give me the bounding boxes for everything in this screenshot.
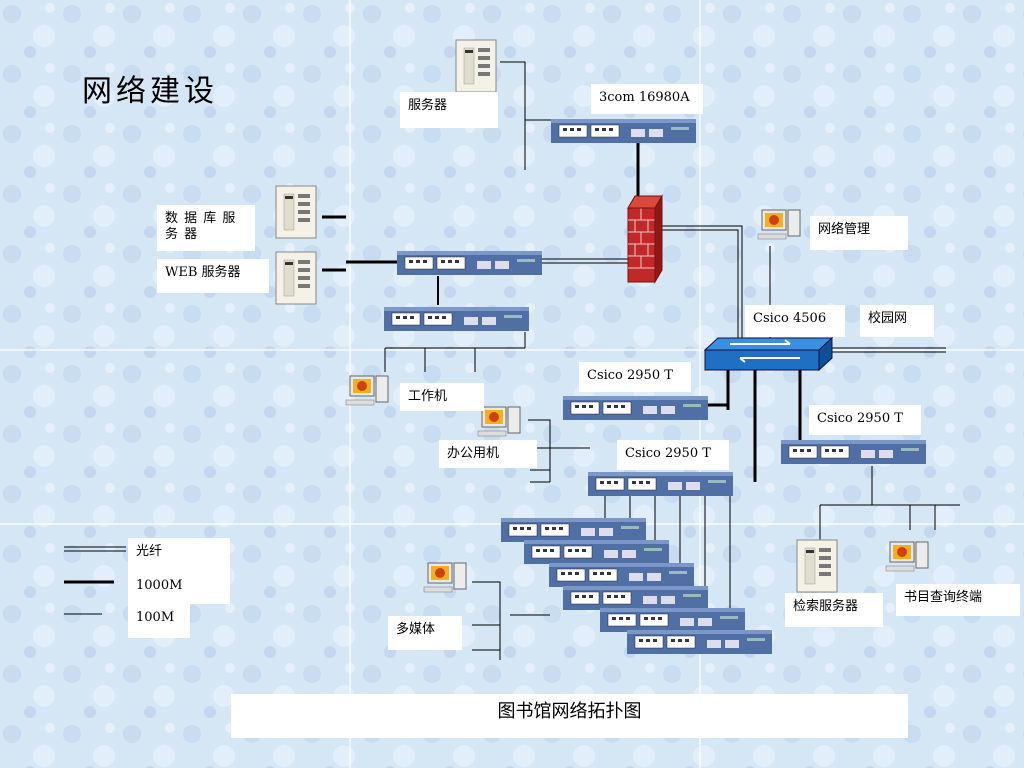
stack-switch-icon [562, 585, 709, 611]
net-mgmt-pc-icon [757, 209, 801, 240]
multimedia-label: 多媒体 [388, 616, 462, 650]
search-server-label: 检索服务器 [785, 593, 883, 627]
stack-switch-icon [500, 517, 647, 543]
stack-switch-icon [523, 539, 670, 565]
access-switch-icon [383, 306, 530, 332]
db-server-label: 数 据 库 服 务 器 [157, 205, 255, 251]
workstation-label: 工作机 [400, 383, 484, 411]
switch-2950-c-icon [780, 439, 927, 465]
core-switch-label: Csico 4506 [745, 305, 845, 337]
switch-2950-c-label: Csico 2950 T [809, 405, 921, 435]
switch-2950-a-label: Csico 2950 T [579, 362, 691, 392]
legend-fiber-label: 光纤 [128, 538, 230, 572]
main-switch-icon [396, 250, 543, 276]
core-switch-icon [703, 336, 834, 372]
web-server-icon [275, 251, 317, 305]
switch-2950-b-icon [587, 471, 734, 497]
web-server-label: WEB 服务器 [157, 259, 269, 293]
multimedia-pc-icon [423, 562, 467, 593]
page-title: 网络建设 [82, 74, 218, 109]
stack-switch-icon [599, 607, 746, 633]
diagram-caption: 图书馆网络拓扑图 [231, 694, 908, 738]
top-server-label: 服务器 [400, 92, 498, 128]
top-server-icon [455, 39, 497, 93]
switch-3com-icon [550, 118, 697, 144]
legend-1000m-label: 1000M [128, 572, 230, 604]
search-server-icon [796, 539, 838, 593]
catalog-pc-icon [885, 541, 929, 572]
legend-100m-label: 100M [128, 604, 190, 638]
stack-switch-icon [626, 629, 773, 655]
office-pc-label: 办公用机 [439, 440, 537, 468]
firewall-icon [627, 194, 663, 284]
db-server-icon [275, 185, 317, 239]
switch-2950-b-label: Csico 2950 T [617, 440, 729, 470]
net-mgmt-label: 网络管理 [810, 216, 908, 250]
catalog-terminal-label: 书目查询终端 [896, 584, 1020, 616]
switch-3com-label: 3com 16980A [591, 84, 703, 114]
campus-net-label: 校园网 [860, 305, 934, 337]
legend-lines [64, 546, 126, 615]
switch-2950-a-icon [562, 395, 709, 421]
office-pc-icon [477, 406, 521, 437]
stack-switch-icon [548, 562, 695, 588]
workstation-pc-icon [345, 375, 389, 406]
